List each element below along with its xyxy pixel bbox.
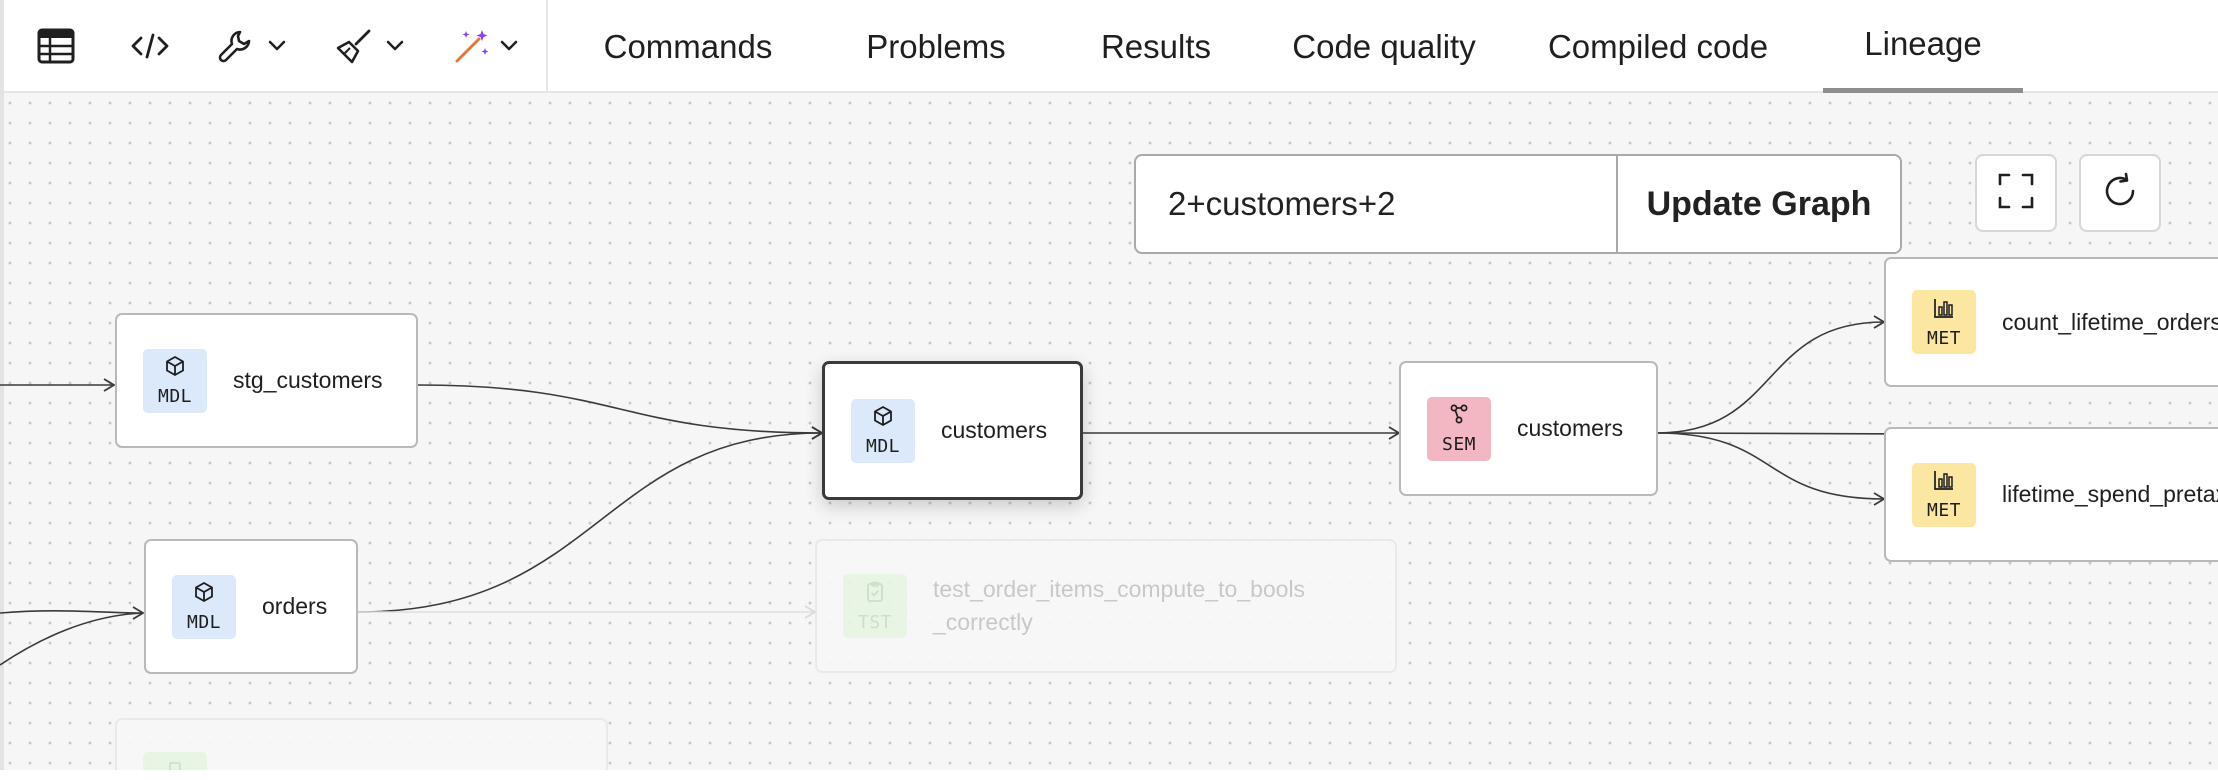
badge-text: MET	[1926, 500, 1961, 521]
cube-icon	[192, 580, 216, 609]
wrench-icon	[216, 26, 256, 66]
refresh-icon	[2100, 171, 2140, 216]
node-label: customers	[941, 417, 1048, 443]
tab-commands[interactable]: Commands	[603, 27, 773, 65]
node-lifetime-spend[interactable]: MET lifetime_spend_pretax	[1884, 427, 2218, 562]
node-label: customers	[1517, 415, 1624, 441]
node-stg-customers[interactable]: MDL stg_customers	[115, 313, 418, 448]
top-toolbar: Commands Problems Results Code quality C…	[0, 0, 2218, 93]
badge-text: TST	[857, 611, 892, 633]
left-edge	[0, 0, 4, 93]
model-badge: MDL	[851, 398, 915, 463]
model-badge: MDL	[143, 348, 207, 413]
node-label: count_lifetime_orders	[2002, 308, 2218, 335]
lineage-canvas[interactable]: MDL stg_customers MDL orders MDL custome…	[0, 93, 2218, 770]
code-icon[interactable]	[130, 24, 170, 68]
node-partial[interactable]	[115, 718, 608, 770]
node-label: lifetime_spend_pretax	[2002, 481, 2218, 507]
badge-text: MET	[1926, 327, 1961, 349]
node-customers-semantic[interactable]: SEM customers	[1399, 361, 1658, 496]
brush-menu-button[interactable]	[334, 24, 406, 68]
graph-selector-input[interactable]	[1136, 156, 1616, 252]
tab-results[interactable]: Results	[1100, 27, 1212, 65]
chevron-down-icon	[384, 35, 406, 57]
badge-text: MDL	[157, 386, 192, 407]
left-edge	[0, 93, 4, 770]
model-badge: MDL	[172, 574, 236, 639]
wrench-menu-button[interactable]	[216, 24, 288, 68]
tool-group	[0, 0, 548, 93]
brush-icon	[334, 26, 374, 66]
update-graph-button[interactable]: Update Graph	[1616, 156, 1900, 252]
semantic-badge: SEM	[1427, 396, 1491, 461]
node-customers-model[interactable]: MDL customers	[822, 361, 1083, 500]
metric-badge: MET	[1912, 290, 1976, 354]
node-label: test_order_items_compute_to_bools_correc…	[933, 576, 1306, 635]
node-count-lifetime-orders[interactable]: MET count_lifetime_orders	[1884, 257, 2218, 387]
badge-text: SEM	[1441, 434, 1476, 455]
fullscreen-button[interactable]	[1975, 154, 2057, 232]
fullscreen-icon	[1996, 171, 2036, 216]
magic-wand-icon	[452, 26, 492, 66]
node-label: stg_customers	[233, 367, 383, 393]
branch-icon	[1447, 402, 1471, 431]
cube-icon	[163, 354, 187, 383]
chevron-down-icon	[266, 35, 288, 57]
chevron-down-icon	[498, 35, 520, 57]
graph-selector: Update Graph	[1134, 154, 1902, 254]
test-badge: TST	[843, 574, 907, 638]
tab-problems[interactable]: Problems	[866, 27, 1006, 65]
clipboard-check-icon	[165, 757, 185, 770]
node-orders[interactable]: MDL orders	[144, 539, 358, 674]
magic-wand-menu-button[interactable]	[452, 24, 520, 68]
badge-text: MDL	[865, 436, 900, 457]
table-icon[interactable]	[36, 24, 76, 68]
tab-code-quality[interactable]: Code quality	[1292, 27, 1476, 65]
badge-text: MDL	[186, 612, 221, 633]
refresh-button[interactable]	[2079, 154, 2161, 232]
tab-compiled-code[interactable]: Compiled code	[1547, 27, 1769, 65]
cube-icon	[871, 404, 895, 433]
test-badge	[143, 752, 207, 770]
clipboard-check-icon	[863, 580, 887, 609]
metric-badge: MET	[1912, 462, 1976, 527]
node-test[interactable]: TST test_order_items_compute_to_bools_co…	[815, 539, 1397, 673]
bar-chart-icon	[1932, 468, 1956, 497]
bar-chart-icon	[1932, 296, 1956, 325]
tab-lineage[interactable]: Lineage	[1823, 0, 2023, 93]
node-label: orders	[262, 593, 328, 619]
